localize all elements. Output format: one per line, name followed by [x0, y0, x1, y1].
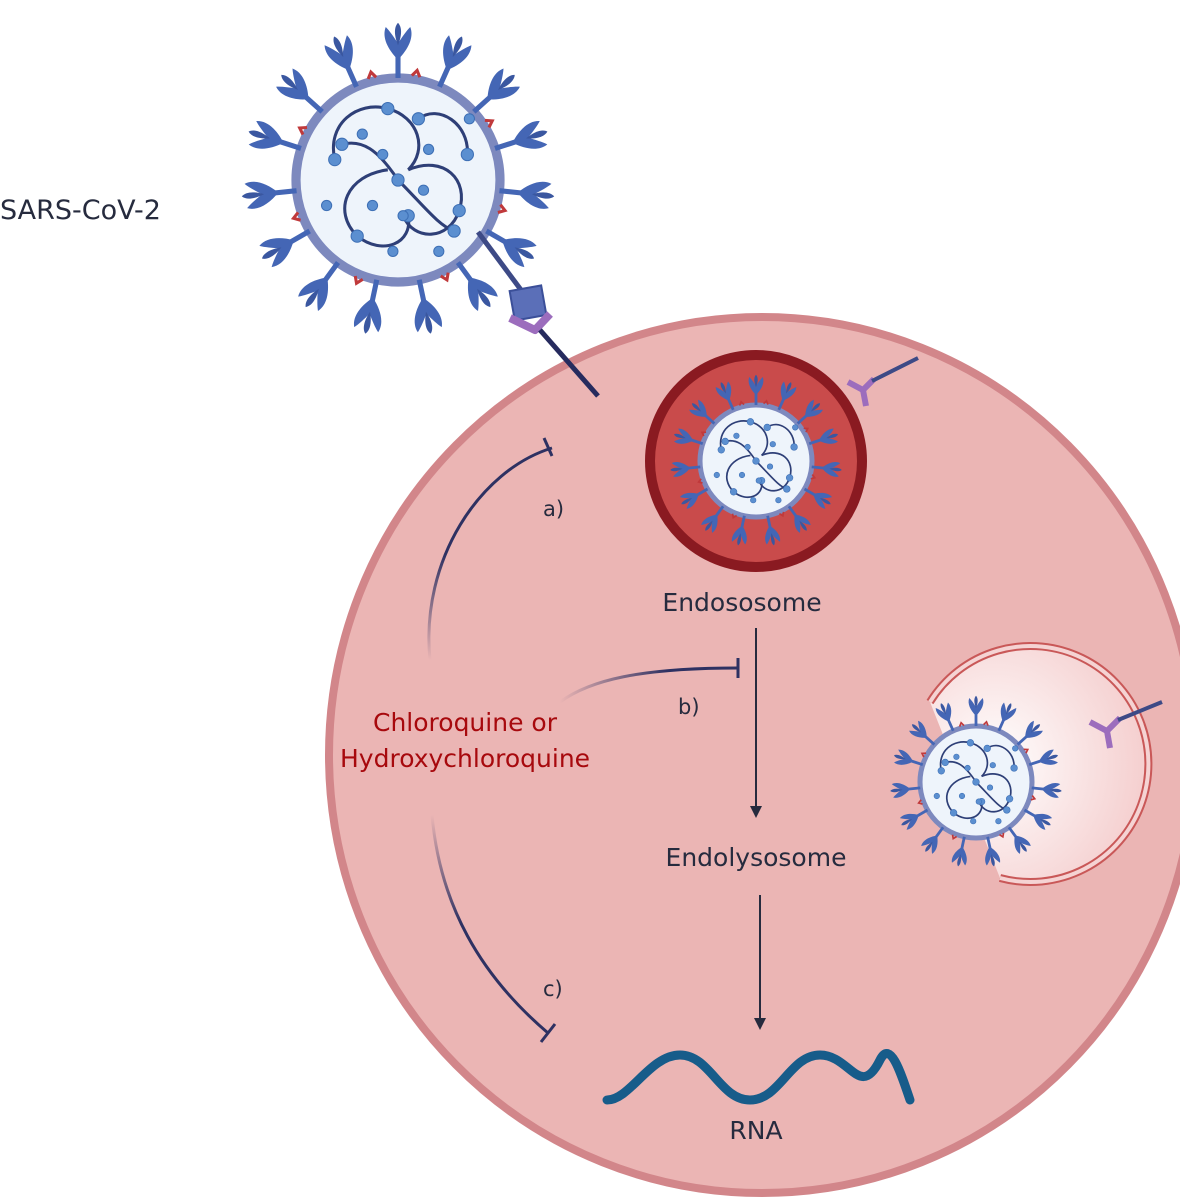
virus-label: SARS-CoV-2 — [0, 195, 161, 226]
inhibition-line-c — [430, 814, 557, 1043]
inhibition-line-b — [559, 658, 740, 704]
endosome-label: Endososome — [662, 588, 821, 617]
endolysosome-label: Endolysosome — [666, 843, 847, 872]
endosome-vesicle — [645, 350, 919, 572]
step-c-label: c) — [543, 977, 563, 1001]
coronavirus-icon — [240, 23, 555, 337]
step-a-label: a) — [543, 497, 564, 521]
rna-label: RNA — [729, 1116, 782, 1145]
cell-body — [325, 313, 1180, 1197]
drug-label-line2: Hydroxychloroquine — [340, 744, 590, 773]
pathway-arrows — [750, 628, 766, 1030]
drug-label-line1: Chloroquine or — [373, 708, 558, 737]
rna-strand-icon — [602, 1049, 915, 1105]
inhibition-line-a — [427, 437, 554, 661]
ace2-receptor-icon — [475, 230, 600, 398]
endocytosis-vesicle — [889, 642, 1163, 886]
step-b-label: b) — [678, 695, 700, 719]
